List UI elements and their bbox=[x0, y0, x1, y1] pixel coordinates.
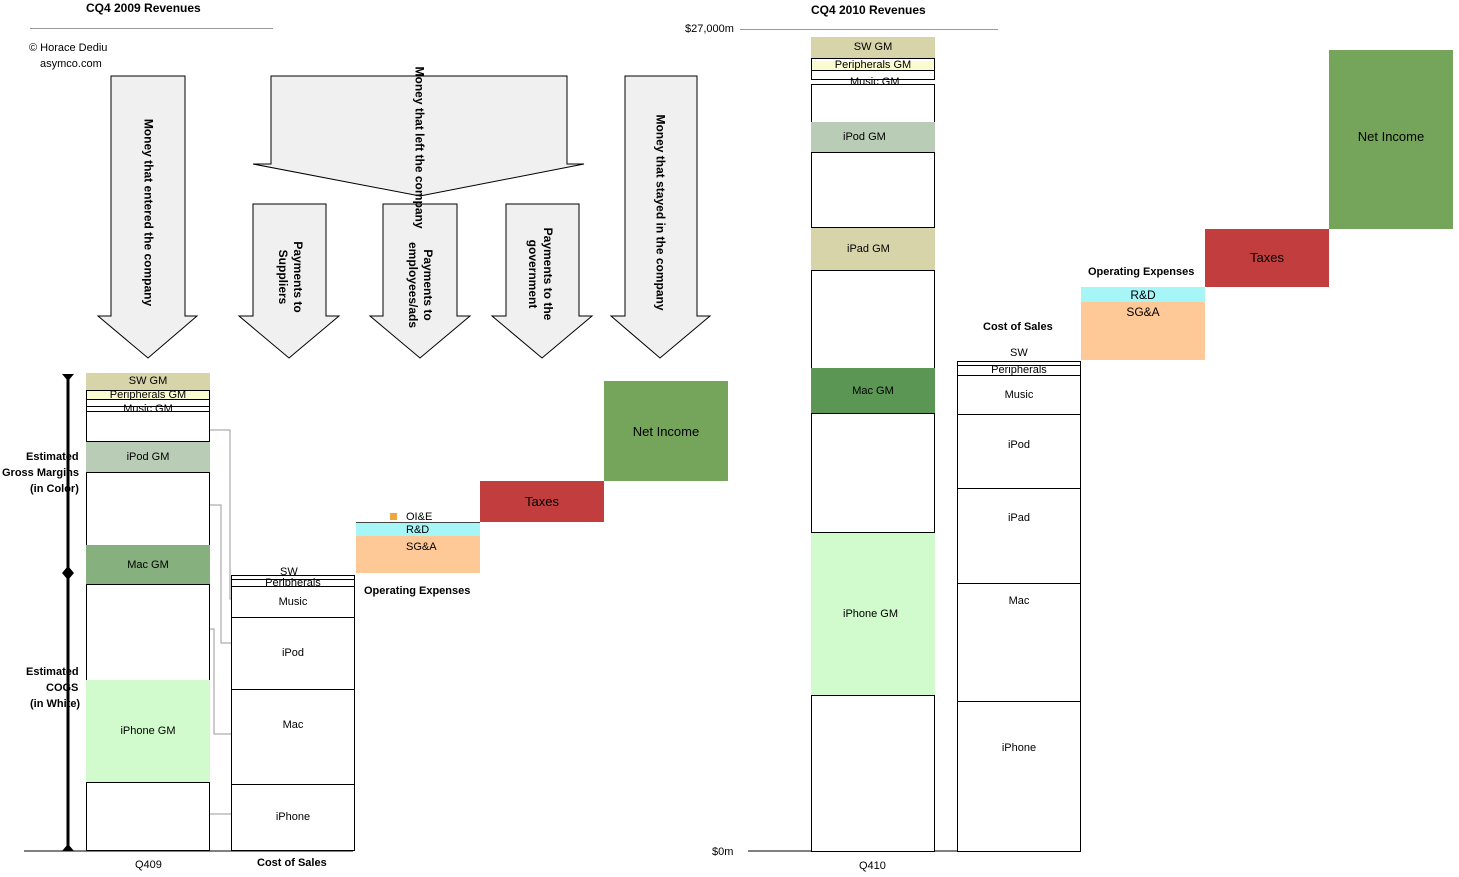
cos-2009-music: Music bbox=[231, 586, 355, 618]
arrow-government bbox=[490, 203, 594, 359]
seg-2010-ipod-cogs bbox=[811, 152, 935, 228]
taxes-2010: Taxes bbox=[1205, 229, 1329, 287]
sga-2010: SG&A bbox=[1081, 302, 1205, 360]
cos-2010-ipod: iPod bbox=[957, 414, 1081, 489]
label-employees: Payments to employees/ads bbox=[406, 241, 435, 329]
title-rule-2010 bbox=[740, 29, 998, 30]
net-income-2010: Net Income bbox=[1329, 50, 1453, 229]
cos-2010-iphone: iPhone bbox=[957, 701, 1081, 852]
seg-2009-ipod-gm: iPod GM bbox=[86, 442, 210, 473]
taxes-2009: Taxes bbox=[480, 481, 604, 522]
cos-2010-sw-label: SW bbox=[1010, 347, 1028, 359]
bracket-bottom-tip bbox=[62, 844, 74, 851]
seg-2010-ipad-cogs bbox=[811, 270, 935, 369]
seg-2010-music-cogs bbox=[811, 84, 935, 123]
rnd-2010: R&D bbox=[1081, 287, 1205, 302]
bracket-mid-diamond bbox=[62, 566, 74, 580]
arrow-entered bbox=[96, 75, 199, 359]
bracket-cogs-line1: Estimated bbox=[26, 666, 79, 678]
chart-title-2010: CQ4 2010 Revenues bbox=[811, 3, 926, 17]
bracket-cogs-line3: (in White) bbox=[30, 698, 81, 710]
bracket-top-tip bbox=[62, 374, 74, 381]
bracket-gm-line1: Estimated bbox=[26, 451, 79, 463]
cos-2010-mac: Mac bbox=[957, 583, 1081, 702]
seg-2010-sw-gm: SW GM bbox=[811, 37, 935, 58]
cost-of-sales-label-2009: Cost of Sales bbox=[257, 857, 327, 869]
chart-title-2009: CQ4 2009 Revenues bbox=[86, 1, 201, 15]
cost-of-sales-header-2010: Cost of Sales bbox=[983, 321, 1053, 333]
arrow-left-company bbox=[252, 75, 585, 197]
net-income-2009: Net Income bbox=[604, 381, 728, 481]
bracket-gm-line3: (in Color) bbox=[30, 483, 79, 495]
label-left-company: Money that left the company bbox=[412, 66, 427, 229]
arrow-stayed bbox=[609, 75, 712, 359]
cos-2010-ipad: iPad bbox=[957, 488, 1081, 584]
seg-2010-ipad-gm: iPad GM bbox=[811, 228, 935, 271]
seg-2010-iphone-gm: iPhone GM bbox=[811, 533, 935, 696]
seg-2009-iphone-cogs bbox=[86, 782, 210, 851]
bracket-gm-line2: Gross Margins bbox=[2, 467, 80, 479]
cos-2009-ipod: iPod bbox=[231, 617, 355, 690]
sga-2009: SG&A bbox=[356, 536, 480, 573]
seg-2009-mac-cogs bbox=[86, 584, 210, 681]
cos-2009-sw-label: SW bbox=[280, 566, 298, 578]
seg-2010-music-gm bbox=[811, 70, 935, 80]
seg-2009-mac-gm: Mac GM bbox=[86, 545, 210, 585]
bracket-cogs-line2: COGS bbox=[46, 682, 79, 694]
title-rule-2009 bbox=[30, 28, 273, 29]
label-government: Payments to the government bbox=[526, 227, 555, 321]
cos-2009-mac: Mac bbox=[231, 689, 355, 785]
seg-2010-iphone-cogs bbox=[811, 695, 935, 852]
opex-header-2009: Operating Expenses bbox=[364, 585, 471, 597]
seg-2009-music-cogs bbox=[86, 411, 210, 442]
copyright: © Horace Dediu bbox=[29, 42, 108, 54]
opex-header-2010: Operating Expenses bbox=[1088, 266, 1195, 278]
label-entered: Money that entered the company bbox=[141, 118, 156, 307]
rnd-2009: R&D bbox=[356, 522, 480, 536]
seg-2009-music-gm: Music GM bbox=[86, 404, 210, 415]
y-axis-bottom-label: $0m bbox=[712, 846, 734, 858]
seg-2009-ipod-cogs bbox=[86, 472, 210, 546]
oie-label: OI&E bbox=[406, 511, 433, 523]
seg-2009-iphone-gm: iPhone GM bbox=[86, 680, 210, 783]
x-label-q410: Q410 bbox=[859, 860, 886, 872]
seg-2009-sw-gm: SW GM bbox=[86, 373, 210, 390]
arrow-suppliers bbox=[237, 203, 341, 359]
site-url: asymco.com bbox=[40, 58, 102, 70]
arrow-employees bbox=[368, 203, 472, 359]
seg-2010-ipod-gm: iPod GM bbox=[811, 122, 935, 152]
x-label-q409: Q409 bbox=[135, 859, 162, 871]
seg-2010-mac-gm: Mac GM bbox=[811, 368, 935, 414]
oie-marker bbox=[390, 513, 397, 520]
cos-2009-iphone: iPhone bbox=[231, 784, 355, 851]
seg-2010-mac-cogs bbox=[811, 413, 935, 533]
y-axis-top-label: $27,000m bbox=[685, 23, 734, 35]
label-stayed: Money that stayed in the company bbox=[653, 114, 668, 311]
label-suppliers: Payments to Suppliers bbox=[276, 241, 305, 313]
cos-2010-music: Music bbox=[957, 375, 1081, 415]
